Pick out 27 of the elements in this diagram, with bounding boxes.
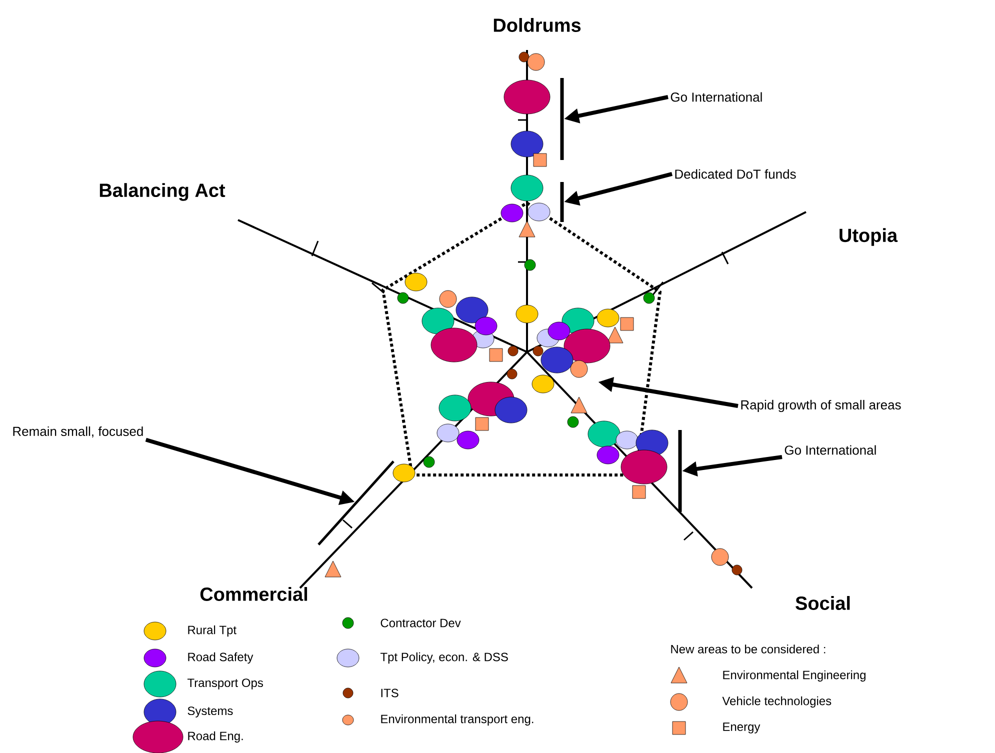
legend-text: ITS xyxy=(381,688,398,698)
legend-text: Environmental transport eng. xyxy=(381,714,534,726)
annotation-text: Go International xyxy=(784,445,876,455)
scenario-label: Utopia xyxy=(840,228,898,246)
legend-text: Energy xyxy=(723,722,760,734)
scenario-label: Balancing Act xyxy=(100,183,226,201)
legend-text: Contractor Dev xyxy=(380,618,461,628)
legend-heading: New areas to be considered : xyxy=(671,644,826,654)
legend-text: Vehicle technologies xyxy=(722,696,832,708)
legend-text: Road Eng. xyxy=(188,731,243,743)
legend-text: Rural Tpt xyxy=(188,625,236,637)
annotation-text: Dedicated DoT funds xyxy=(675,169,796,179)
legend-text: Transport Ops xyxy=(187,678,263,690)
legend-text: Systems xyxy=(188,706,233,718)
bar-marker xyxy=(678,430,682,512)
annotation-text: Go International xyxy=(670,92,762,102)
scenario-label: Social xyxy=(796,596,850,610)
bar-marker xyxy=(560,78,564,160)
annotation-text: Remain small, focused xyxy=(13,426,143,438)
legend-text: Road Safety xyxy=(188,652,254,664)
legend-text: Environmental Engineering xyxy=(723,670,866,682)
legend-text: Tpt Policy, econ. & DSS xyxy=(380,652,508,664)
scenario-label: Commercial xyxy=(200,587,308,601)
bar-marker xyxy=(560,182,564,222)
scenario-label: Doldrums xyxy=(494,18,581,32)
annotation-text: Rapid growth of small areas xyxy=(741,400,901,412)
bar-marker xyxy=(318,460,394,546)
